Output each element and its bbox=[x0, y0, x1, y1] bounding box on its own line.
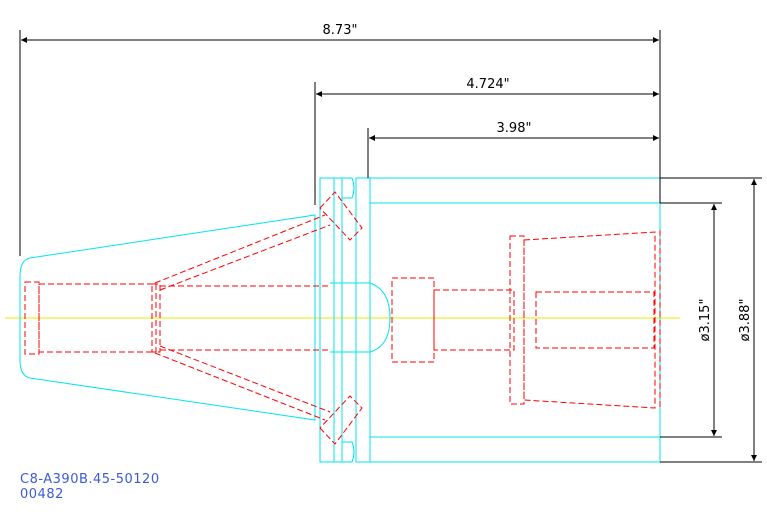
tool-outline bbox=[19, 177, 661, 463]
dim-body-length: 3.98" bbox=[497, 121, 532, 136]
dim-overall-length: 8.73" bbox=[323, 23, 358, 38]
dim-inner-diameter: ø3.15" bbox=[698, 299, 713, 342]
dim-outer-diameter: ø3.88" bbox=[738, 299, 753, 342]
dim-flange-to-end: 4.724" bbox=[466, 77, 509, 92]
part-number: C8-A390B.45-50120 bbox=[20, 472, 160, 487]
part-code: 00482 bbox=[20, 487, 64, 502]
dimension-lines bbox=[19, 30, 762, 463]
hidden-lines bbox=[24, 191, 661, 445]
